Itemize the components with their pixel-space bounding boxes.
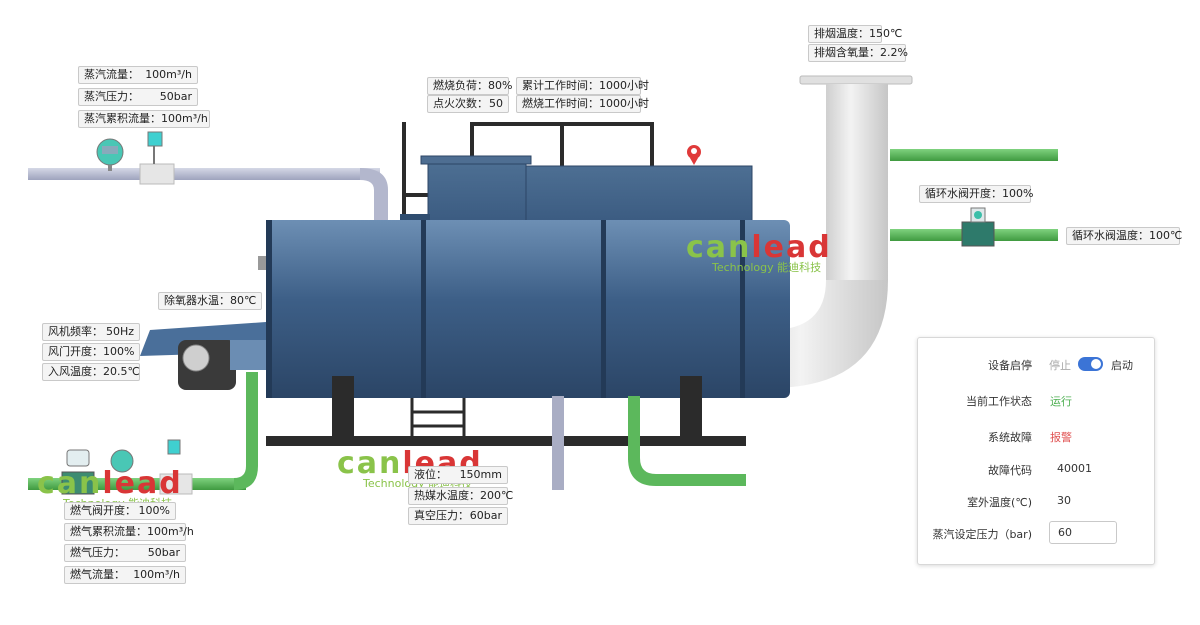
tag-gas-flow: 燃气流量： 100m³/h [64, 566, 186, 584]
tag-label: 蒸汽流量： [84, 68, 139, 81]
tag-label: 燃烧工作时间： [522, 97, 599, 110]
tag-flue-oxygen: 排烟含氧量：2.2% [808, 44, 908, 62]
tag-value: 50Hz [105, 325, 134, 338]
tag-value: 60bar [469, 509, 502, 522]
status-label: 当前工作状态 [966, 395, 1032, 408]
boiler-base [266, 376, 746, 490]
tag-label: 入风温度： [48, 365, 103, 378]
tag-circ-valve-open: 循环水阀开度：100% [919, 185, 1034, 203]
tag-label: 燃烧负荷： [433, 79, 488, 92]
fault-code-label: 故障代码 [988, 464, 1032, 477]
tag-value: 80℃ [230, 294, 257, 307]
tag-combustion-load: 燃烧负荷：80% [427, 77, 513, 95]
tag-value: 1000小时 [599, 79, 649, 92]
tag-value: 100m³/h [161, 112, 208, 125]
tag-gas-total-flow: 燃气累积流量：100m³/h [64, 523, 194, 541]
tag-value: 100% [103, 345, 135, 358]
tag-steam-pressure: 蒸汽压力： 50bar [78, 88, 198, 106]
tag-fan-freq: 风机频率：50Hz [42, 323, 140, 341]
tag-burn-work-time: 燃烧工作时间：1000小时 [516, 95, 649, 113]
tag-circ-valve-temp: 循环水阀温度：100℃ [1066, 227, 1183, 245]
circulation-pipes [890, 149, 1058, 247]
tag-vacuum-pressure: 真空压力：60bar [408, 507, 508, 525]
row-status: 当前工作状态 运行 [918, 388, 1156, 412]
row-fault-code: 故障代码 40001 [918, 457, 1156, 481]
tag-value: 100℃ [1149, 229, 1183, 242]
tag-label: 除氧器水温： [164, 294, 230, 307]
switch-on-label: 启动 [1111, 359, 1133, 372]
steam-setpoint-input[interactable] [1049, 521, 1117, 544]
tag-label: 排烟含氧量： [814, 46, 880, 59]
tag-inlet-temp: 入风温度：20.5℃ [42, 363, 140, 381]
tag-value: 50bar [147, 546, 180, 559]
tag-label: 风门开度： [48, 345, 103, 358]
tag-steam-total-flow: 蒸汽累积流量：100m³/h [78, 110, 210, 128]
tag-label: 燃气压力： [70, 546, 125, 559]
outdoor-temp-label: 室外温度(℃) [967, 496, 1032, 509]
tag-label: 热媒水温度： [414, 489, 480, 502]
top-frame [402, 122, 654, 220]
tag-thermal-water-temp: 热媒水温度：200℃ [408, 487, 513, 505]
tag-label: 液位： [414, 468, 447, 481]
tag-steam-flow: 蒸汽流量： 100m³/h [78, 66, 198, 84]
tag-label: 燃气阀开度： [70, 504, 136, 517]
steam-pipe [28, 131, 388, 222]
tag-value: 100m³/h [133, 568, 180, 581]
tag-deaerator-temp: 除氧器水温：80℃ [158, 292, 262, 310]
tag-damper-open: 风门开度：100% [42, 343, 140, 361]
tag-value: 150mm [459, 468, 502, 481]
tag-value: 100m³/h [145, 68, 192, 81]
tag-label: 点火次数： [433, 97, 488, 110]
row-fault: 系统故障 报警 [918, 424, 1156, 448]
tag-label: 循环水阀开度： [925, 187, 1002, 200]
row-outdoor-temp: 室外温度(℃) 30 [918, 489, 1156, 513]
tag-total-work-time: 累计工作时间：1000小时 [516, 77, 649, 95]
tag-water-level: 液位： 150mm [408, 466, 508, 484]
switch-off-label: 停止 [1049, 359, 1071, 372]
row-start-stop: 设备启停 停止 启动 [918, 352, 1156, 376]
tag-label: 累计工作时间： [522, 79, 599, 92]
gas-pipes [28, 372, 746, 495]
tag-label: 风机频率： [48, 325, 103, 338]
tag-value: 50 [489, 97, 503, 110]
tag-label: 排烟温度： [814, 27, 869, 40]
tag-gas-pressure: 燃气压力： 50bar [64, 544, 186, 562]
tag-value: 100% [1002, 187, 1034, 200]
tag-value: 100m³/h [147, 525, 194, 538]
top-housing [400, 155, 753, 227]
outdoor-temp-value: 30 [1057, 494, 1071, 507]
tag-ignition-count: 点火次数：50 [427, 95, 509, 113]
tag-value: 100% [138, 504, 170, 517]
tag-value: 1000小时 [599, 97, 649, 110]
status-value: 运行 [1050, 395, 1072, 408]
tag-value: 20.5℃ [103, 365, 140, 378]
control-panel: 设备启停 停止 启动 当前工作状态 运行 系统故障 报警 故障代码 40001 … [917, 337, 1155, 565]
tag-label: 蒸汽压力： [84, 90, 139, 103]
burner [140, 322, 266, 390]
tag-gas-valve-open: 燃气阀开度：100% [64, 502, 176, 520]
tag-value: 2.2% [880, 46, 908, 59]
steam-setpoint-label: 蒸汽设定压力（bar) [932, 528, 1032, 541]
tag-label: 真空压力： [414, 509, 469, 522]
start-stop-toggle[interactable] [1078, 357, 1103, 371]
row-steam-setpoint: 蒸汽设定压力（bar) [918, 521, 1156, 545]
fault-value: 报警 [1050, 431, 1072, 444]
tag-label: 燃气流量： [70, 568, 125, 581]
tag-label: 燃气累积流量： [70, 525, 147, 538]
tag-label: 循环水阀温度： [1072, 229, 1149, 242]
tag-value: 200℃ [480, 489, 514, 502]
tag-label: 蒸汽累积流量： [84, 112, 161, 125]
toggle-knob [1091, 359, 1101, 369]
fault-label: 系统故障 [988, 431, 1032, 444]
tag-flue-temp: 排烟温度：150℃ [808, 25, 902, 43]
tag-value: 80% [488, 79, 513, 92]
tag-value: 150℃ [869, 27, 903, 40]
alarm-marker-icon[interactable] [687, 145, 701, 165]
start-stop-label: 设备启停 [988, 359, 1032, 372]
boiler-body [258, 220, 790, 398]
fault-code-value: 40001 [1057, 462, 1092, 475]
tag-value: 50bar [159, 90, 192, 103]
